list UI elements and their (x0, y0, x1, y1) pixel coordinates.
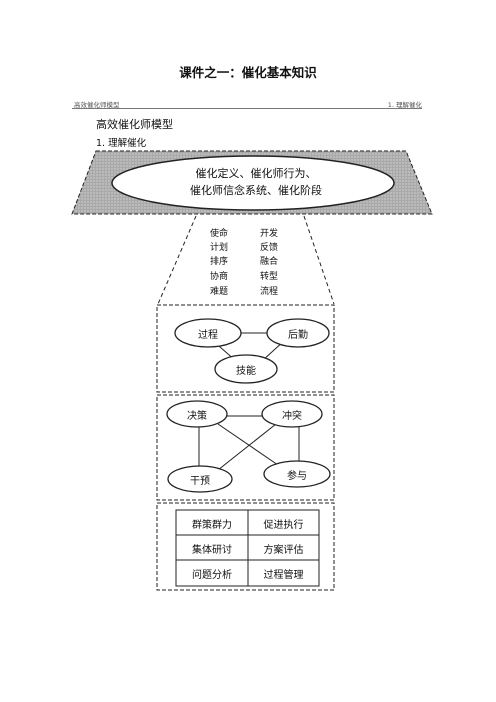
word-list-item: 反馈 (260, 243, 279, 253)
grid-cell: 方案评估 (263, 545, 304, 556)
node-process-label: 过程 (198, 330, 218, 341)
node-decision (166, 400, 228, 428)
word-list-item: 使命 (210, 229, 229, 239)
section-title: 1. 理解催化 (96, 138, 147, 149)
top-ellipse (111, 155, 395, 211)
node-conflict-label: 冲突 (282, 411, 302, 422)
node-decision-label: 决策 (187, 411, 207, 422)
funnel-left-edge (157, 215, 197, 305)
grid-cell: 过程管理 (263, 570, 304, 581)
word-list-item: 流程 (260, 287, 279, 297)
funnel-right-edge (303, 215, 335, 305)
ellipse-line-2: 催化师信念系统、催化阶段 (190, 184, 322, 197)
word-list-item: 计划 (210, 243, 229, 253)
node-logistics (266, 318, 330, 348)
node-process (174, 318, 242, 348)
running-header-left: 高效催化师模型 (74, 101, 120, 109)
node-intervention-label: 干预 (190, 476, 210, 487)
grid-cell: 促进执行 (263, 520, 304, 531)
grid-cell: 集体研讨 (192, 545, 232, 556)
grid-cell: 群策群力 (192, 520, 232, 531)
node-logistics-label: 后勤 (288, 330, 308, 341)
word-list-item: 融合 (260, 257, 279, 267)
node-participation (263, 460, 331, 488)
header-rule (72, 108, 422, 109)
node-participation-label: 参与 (287, 471, 307, 482)
node-intervention (167, 465, 233, 493)
document-title: 课件之一：催化基本知识 (179, 65, 317, 80)
word-list-item: 转型 (260, 272, 279, 282)
node-skills-label: 技能 (236, 366, 256, 377)
word-list-item: 排序 (210, 257, 229, 267)
word-list-item: 难题 (210, 287, 229, 297)
model-title: 高效催化师模型 (96, 118, 173, 131)
running-header-right: 1. 理解催化 (387, 101, 422, 109)
node-skills (214, 354, 278, 384)
grid-cell: 问题分析 (192, 570, 232, 581)
block-2-frame (156, 394, 335, 501)
word-list-item: 开发 (260, 229, 279, 239)
node-conflict (261, 400, 323, 428)
ellipse-line-1: 催化定义、催化师行为、 (195, 167, 317, 180)
word-list-item: 协商 (210, 272, 229, 282)
